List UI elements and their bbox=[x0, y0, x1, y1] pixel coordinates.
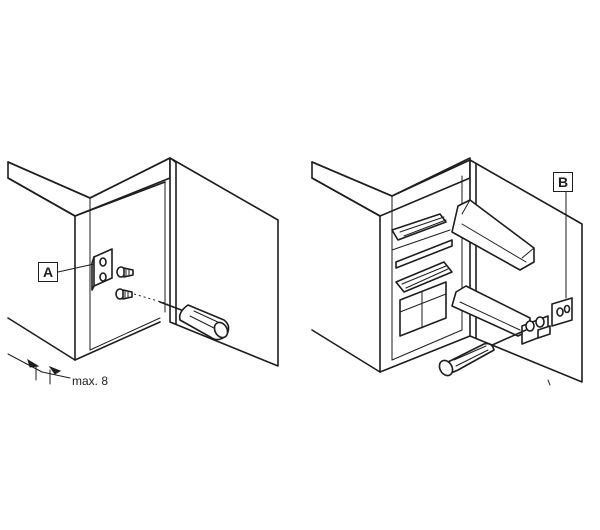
right-cabinet-top bbox=[311, 157, 471, 217]
screw-guide-line bbox=[133, 293, 169, 305]
right-figure bbox=[311, 157, 583, 386]
dimension-arrows bbox=[7, 353, 71, 385]
screwdriver-right bbox=[438, 329, 527, 377]
screwdriver-left bbox=[159, 301, 230, 341]
door-shelf-upper bbox=[451, 199, 535, 271]
small-mark bbox=[547, 379, 551, 386]
hinge-bracket-b bbox=[551, 297, 573, 327]
dimension-label: max. 8 bbox=[72, 374, 109, 388]
hinge-bracket-a bbox=[91, 248, 113, 291]
left-cabinet-top bbox=[7, 157, 171, 217]
screw-upper bbox=[116, 266, 134, 278]
callout-a-leader bbox=[57, 263, 95, 273]
callout-a: A bbox=[38, 262, 58, 282]
left-figure bbox=[7, 157, 279, 385]
interior-shelves bbox=[391, 213, 453, 337]
left-cabinet-body bbox=[7, 157, 171, 361]
screw-lower bbox=[115, 288, 133, 300]
hinge-mechanism bbox=[521, 315, 551, 345]
right-cabinet-body bbox=[311, 159, 471, 373]
callout-b: B bbox=[553, 172, 573, 192]
